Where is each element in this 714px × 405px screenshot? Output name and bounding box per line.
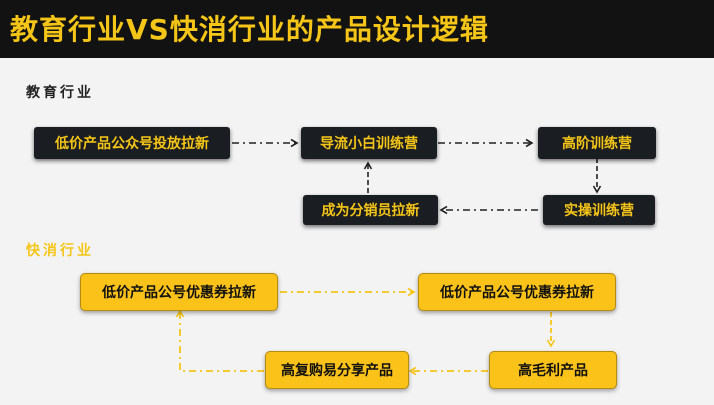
arrow-repurchase-to-coupon-left bbox=[175, 309, 264, 372]
node-lowcost-acquisition: 低价产品公众号投放拉新 bbox=[34, 127, 230, 159]
section-label-education: 教育行业 bbox=[26, 85, 94, 101]
section-label-fmcg: 快消行业 bbox=[26, 243, 94, 259]
node-high-margin: 高毛利产品 bbox=[489, 351, 617, 389]
header-bar: 教育行业VS快消行业的产品设计逻辑 bbox=[0, 0, 714, 58]
node-repurchase-share: 高复购易分享产品 bbox=[265, 351, 409, 389]
node-practice-camp: 实操训练营 bbox=[543, 195, 655, 225]
node-distributor: 成为分销员拉新 bbox=[303, 195, 438, 225]
node-coupon-left: 低价产品公号优惠券拉新 bbox=[80, 273, 278, 311]
node-beginner-camp: 导流小白训练营 bbox=[301, 127, 437, 159]
node-coupon-right: 低价产品公号优惠券拉新 bbox=[418, 273, 616, 311]
page-title: 教育行业VS快消行业的产品设计逻辑 bbox=[10, 13, 489, 46]
node-advanced-camp: 高阶训练营 bbox=[538, 127, 656, 159]
